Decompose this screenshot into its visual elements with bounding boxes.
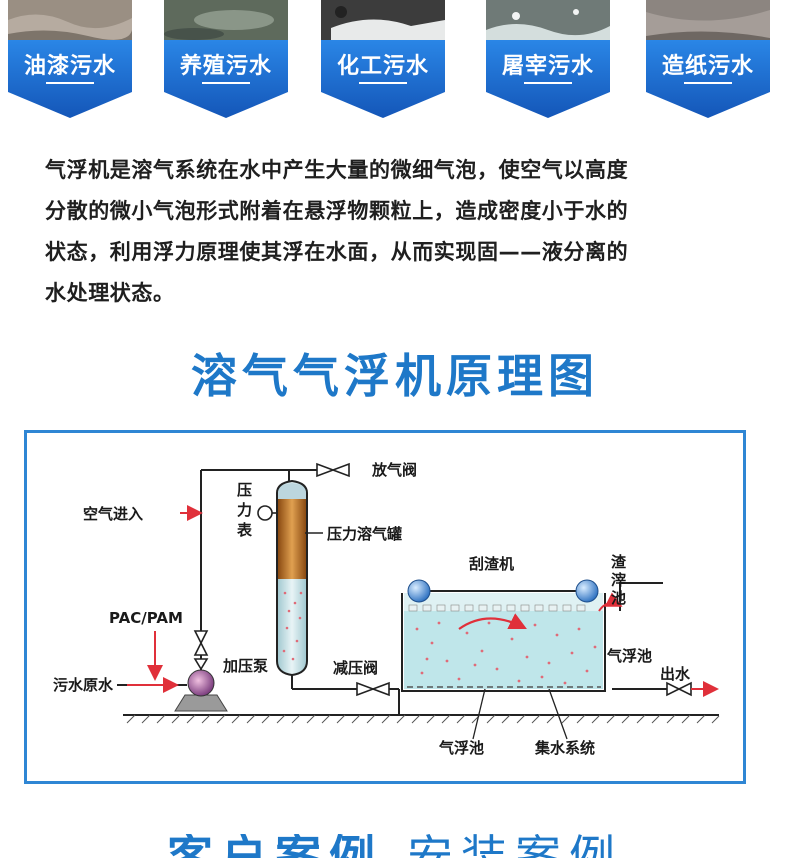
category-card-chemical[interactable]: 化工污水 [321,0,445,120]
pressure-gauge-label: 力 [237,501,252,519]
outlet-valve-icon[interactable] [666,681,692,697]
description-line: 分散的微小气泡形式附着在悬浮物颗粒上，造成密度小于水的 [45,199,629,223]
label-underline [202,82,250,84]
principle-diagram: 放气阀 空气进入 PAC/PAM 污水原水 加压泵 压 力 表 [24,430,746,784]
flotation-tank [401,593,606,692]
category-label: 油漆污水 [23,54,116,79]
category-photo [164,0,288,46]
scum-arrow [598,592,623,612]
scum-tank-label: 渣 [611,553,627,571]
reducing-valve-icon[interactable] [356,681,390,697]
pressure-pump-icon[interactable] [174,669,228,712]
scum-tank-label: 池 [611,589,626,607]
description: 气浮机是溶气系统在水中产生大量的微细气泡，使空气以高度 分散的微小气泡形式附着在… [45,150,745,314]
next-section-title-part1: 客户案例 [167,834,383,858]
label-underline [46,82,94,84]
dissolved-air-tank-label: 压力溶气罐 [327,525,402,543]
category-label: 养殖污水 [179,54,272,79]
vent-valve-label: 放气阀 [371,461,417,479]
water-out-label: 出水 [660,665,691,683]
air-in-label: 空气进入 [83,505,143,523]
category-card-aquaculture[interactable]: 养殖污水 [164,0,288,120]
category-cards: 油漆污水 养殖污水 化工污水 [0,0,790,120]
category-photo [646,0,770,46]
dissolved-air-tank [276,479,308,677]
category-card-paint[interactable]: 油漆污水 [8,0,132,120]
pressure-gauge-label: 表 [237,521,253,539]
label-underline [684,82,732,84]
pressure-gauge-label: 压 [237,481,252,499]
raw-water-label: 污水原水 [53,676,114,694]
category-card-slaughter[interactable]: 屠宰污水 [486,0,610,120]
ground-line [123,714,720,724]
category-card-paper[interactable]: 造纸污水 [646,0,770,120]
diagram-canvas: 放气阀 空气进入 PAC/PAM 污水原水 加压泵 压 力 表 [53,461,720,757]
bottom-leader-lines [472,688,568,740]
pressure-pump-label: 加压泵 [222,657,268,675]
label-underline [524,82,572,84]
label-underline [359,82,407,84]
description-line: 气浮机是溶气系统在水中产生大量的微细气泡，使空气以高度 [45,158,629,182]
reducing-valve-label: 减压阀 [333,659,378,677]
scraper-label: 刮渣机 [469,555,514,573]
next-section-title: 客户案例 安装案例 [0,834,790,858]
category-photo [321,0,445,46]
pac-pam-label: PAC/PAM [109,609,183,627]
description-line: 水处理状态。 [45,281,175,305]
flotation-tank-label: 气浮池 [606,647,652,665]
next-section-title-part2: 安装案例 [407,834,623,858]
category-label: 化工污水 [336,54,429,79]
category-label: 屠宰污水 [501,54,594,79]
scraper-icon[interactable] [407,579,599,603]
category-label: 造纸污水 [661,54,754,79]
chemical-valve-icon[interactable] [193,630,209,671]
flotation-tank-bottom-label: 气浮池 [438,739,484,757]
scum-tank-label: 滓 [611,571,626,589]
vent-valve-icon[interactable] [316,462,350,478]
collection-system-label: 集水系统 [534,739,595,757]
section-title: 溶气气浮机原理图 [191,349,599,403]
category-photo [486,0,610,46]
description-line: 状态，利用浮力原理使其浮在水面，从而实现固——液分离的 [45,240,629,264]
